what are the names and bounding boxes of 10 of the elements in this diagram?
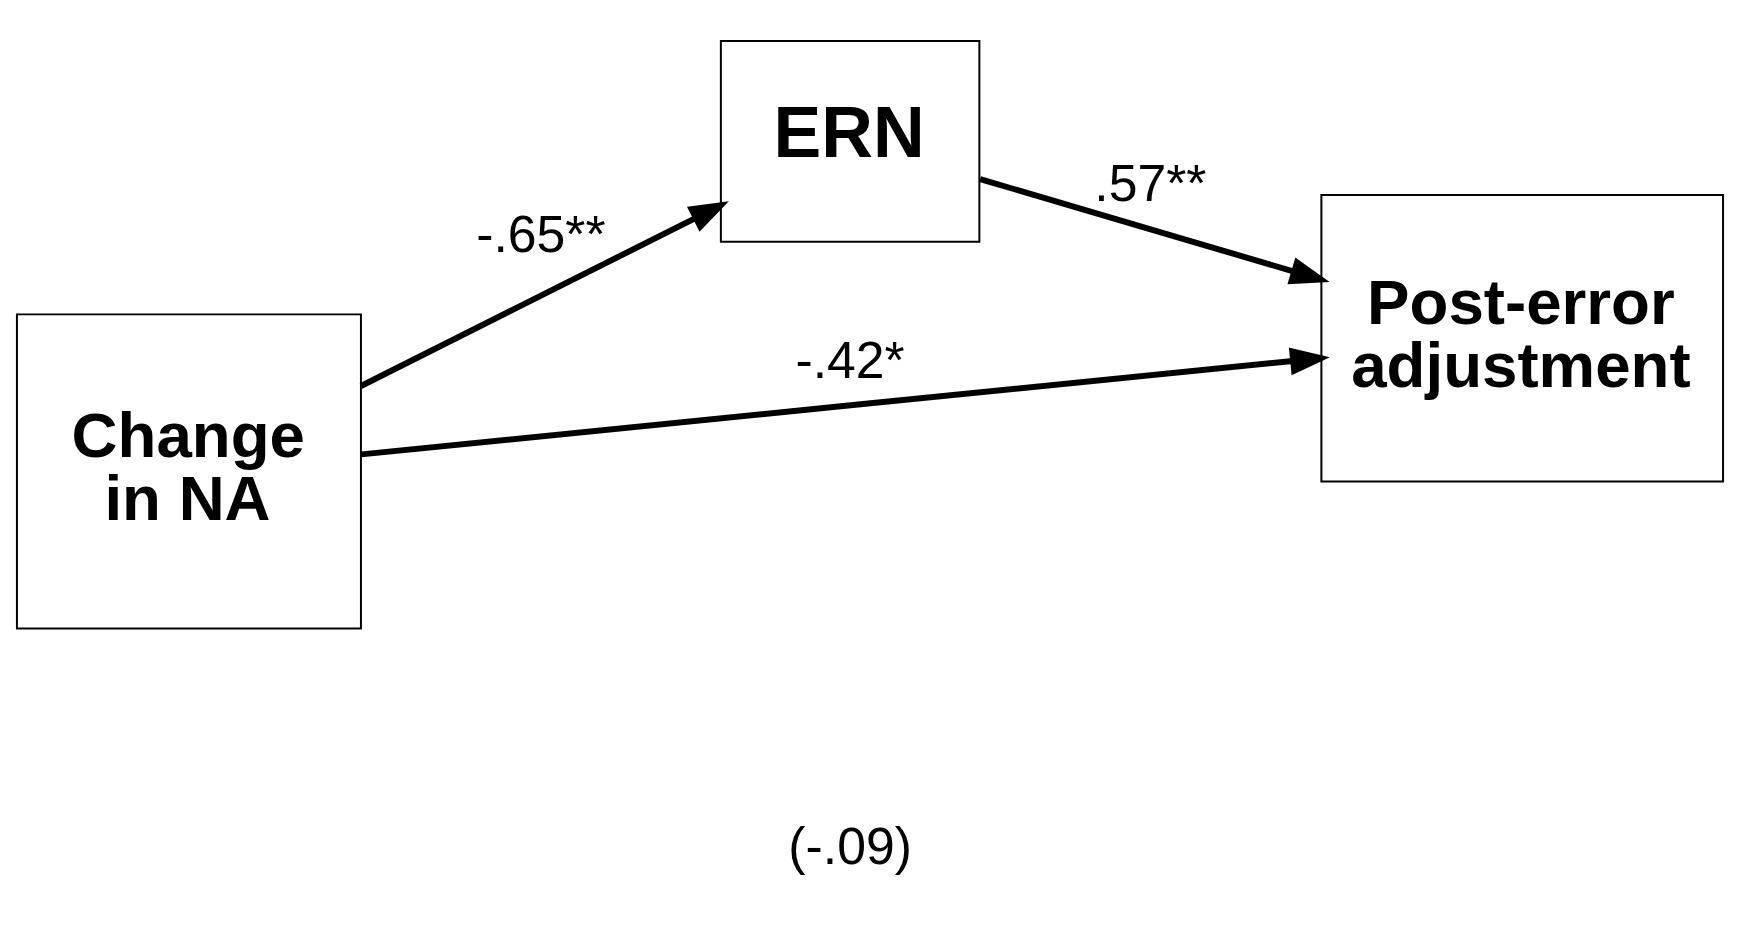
arrow <box>361 347 1330 458</box>
edge-label: .57** <box>1094 153 1207 212</box>
node-box: Post-error adjustment <box>1320 194 1725 483</box>
label: (-.09) <box>788 816 912 875</box>
edge-label: -.42* <box>795 330 905 389</box>
arrow <box>979 176 1330 285</box>
arrow <box>359 201 729 389</box>
edge-label: -.65** <box>476 205 606 264</box>
node-box: ERN <box>719 39 981 243</box>
node-box: Change in NA <box>15 313 362 630</box>
